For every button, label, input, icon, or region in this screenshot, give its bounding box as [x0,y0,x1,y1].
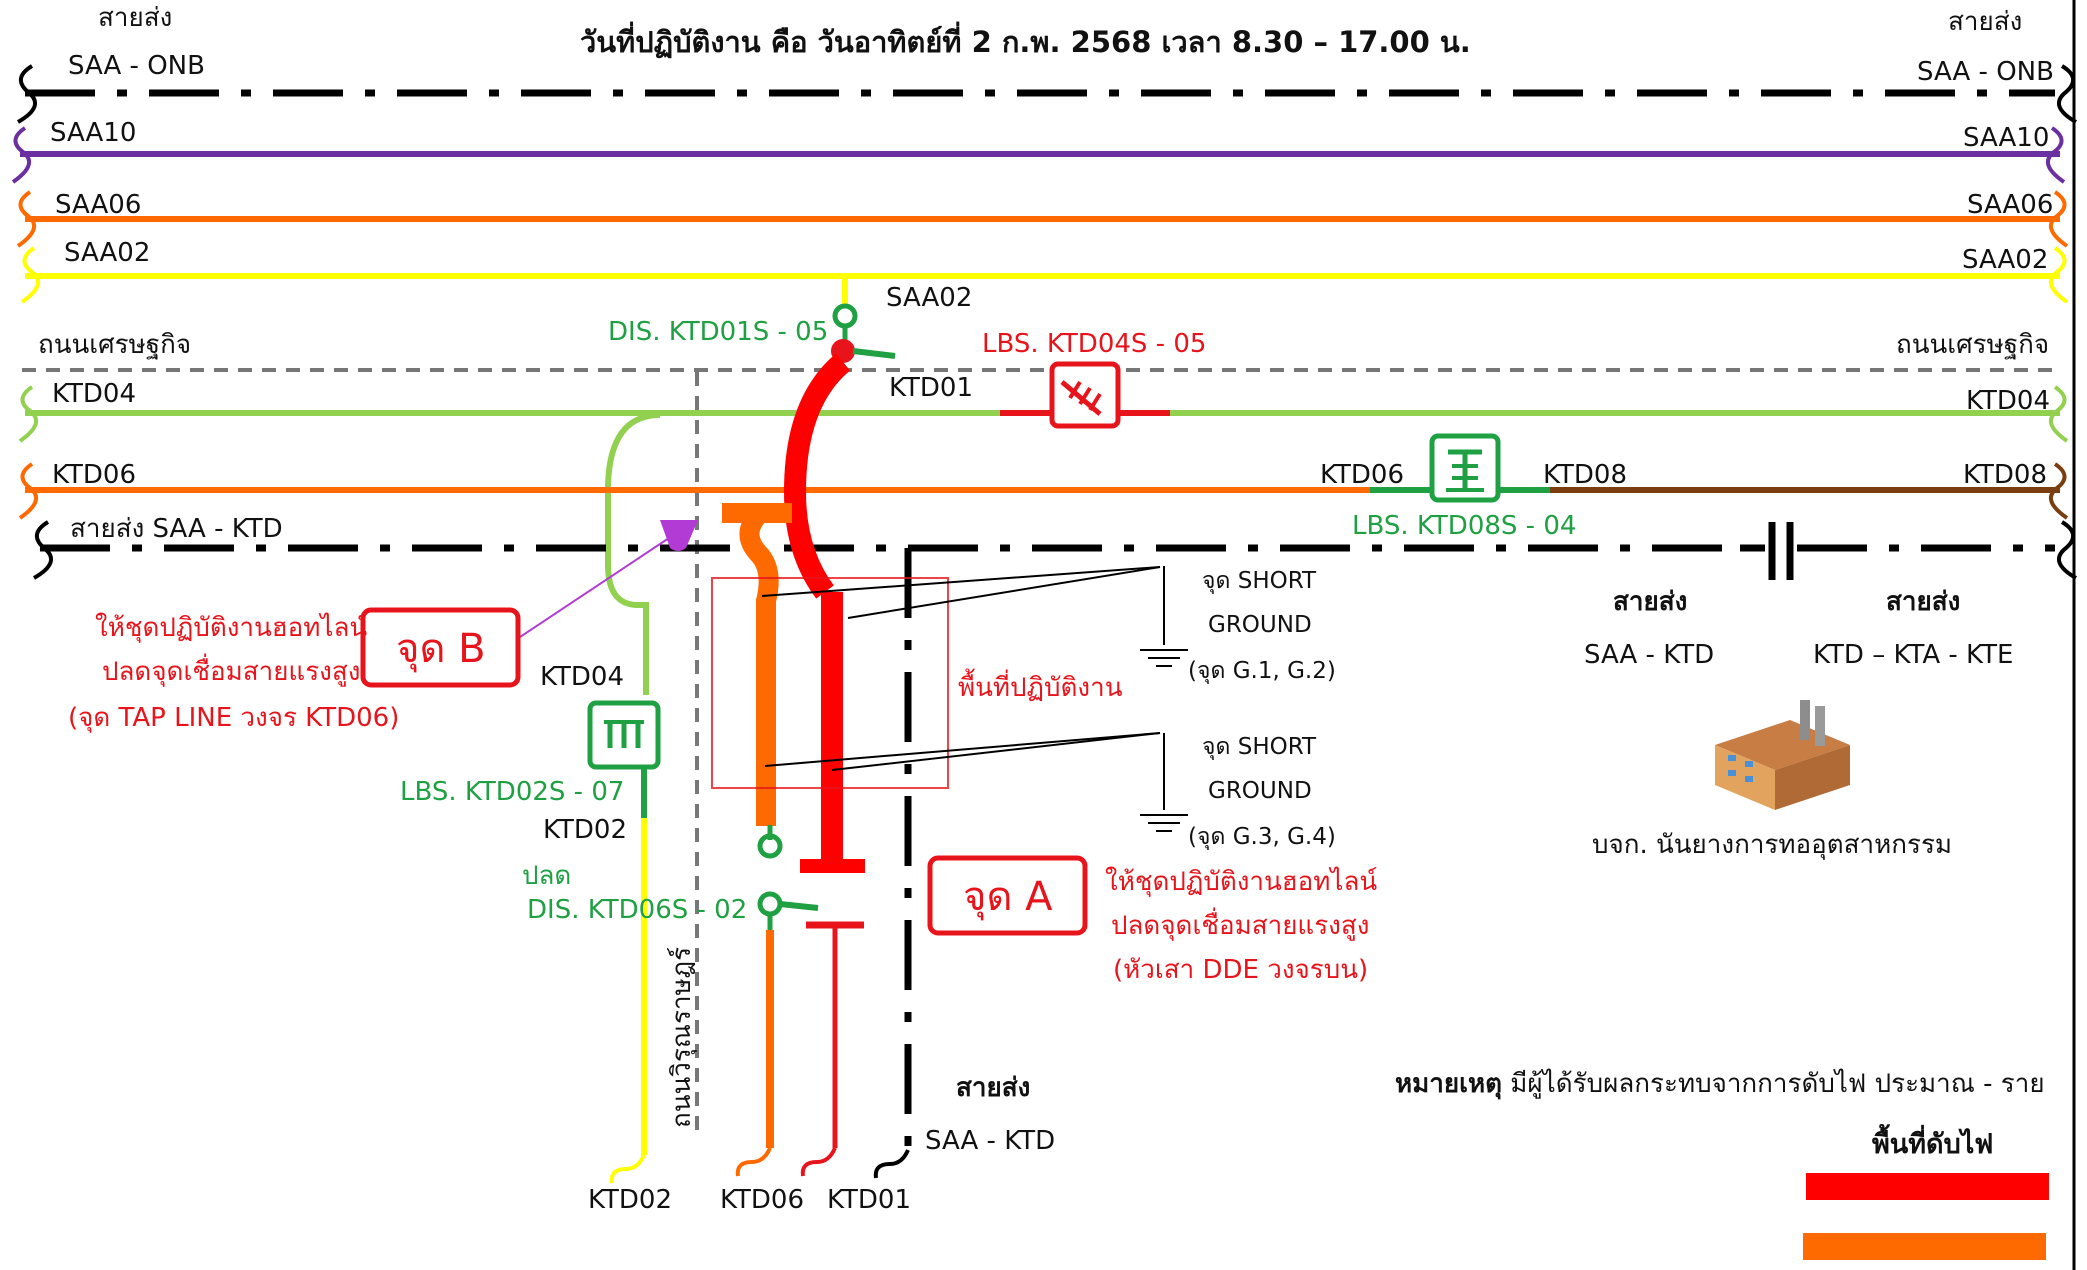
lbs-ktd02s-07-switch[interactable] [587,700,661,818]
header-right-partial: สายส่ง [1948,7,2022,37]
saa06-right-label: SAA06 [1967,190,2053,220]
point-a-note2: ปลดจุดเชื่อมสายแรงสูง [1111,907,1369,941]
ktd08-line [1500,462,2069,520]
ktd06-outage-line [722,503,792,826]
legend-note-text: มีผู้ได้รับผลกระทบจากการดับไฟ ประมาณ - ร… [1502,1068,2045,1099]
ktd04-vertical-label: KTD04 [540,662,624,692]
tl2-label-b: KTD – KTA - KTE [1813,640,2013,670]
dis-open-label: ปลด [522,861,571,891]
point-a-note1: ให้ชุดปฏิบัติงานฮอทไลน์ [1105,866,1377,897]
point-b-note1: ให้ชุดปฏิบัติงานฮอทไลน์ [95,612,367,643]
ktd06-mid-label: KTD06 [1320,460,1404,490]
short-ground-g1-g2 [761,566,1188,667]
saa-onb-left-label: SAA - ONB [68,51,205,81]
ground-g2-line3: (จุด G.3, G.4) [1188,824,1336,850]
ground-g1-line1: จุด SHORT [1202,568,1317,594]
saa-ktd-line [32,520,2078,580]
lbs-ktd08s-04-switch[interactable] [1429,433,1501,503]
legend-title: พื้นที่ดับไฟ [1872,1123,1993,1160]
ktd08-right-label: KTD08 [1963,460,2047,490]
saa-onb-line [16,64,2078,124]
short-ground-g3-g4 [764,732,1188,832]
ktd01-outage-line [783,353,865,873]
point-b-label: จุด B [396,626,486,673]
dis-ktd01s-05-switch[interactable] [831,303,896,363]
road-left-label: ถนนเศรษฐกิจ [38,330,191,360]
lbs-ktd04s-05-switch[interactable] [1000,361,1170,429]
legend-swatch-orange [1803,1233,2046,1260]
bottom-ktd01-label: KTD01 [827,1185,911,1215]
saa02-line [20,246,2069,305]
ktd04-right-label: KTD04 [1966,386,2050,416]
saa06-left-label: SAA06 [55,190,141,220]
ktd04-left-label: KTD04 [52,379,136,409]
ktd06-left-label: KTD06 [52,460,136,490]
ground-g1-line3: (จุด G.1, G.2) [1188,658,1336,684]
lbs-ktd04s-05-label: LBS. KTD04S - 05 [982,329,1206,359]
header-left-partial: สายส่ง [98,3,172,33]
road-right-label: ถนนเศรษฐกิจ [1896,330,2049,360]
bottom-saa-ktd-b: SAA - KTD [925,1126,1055,1156]
saa02-tap-label: SAA02 [886,283,972,313]
point-b-marker [507,520,698,646]
ground-g2-line1: จุด SHORT [1202,734,1317,760]
ktd01-top-label: KTD01 [889,373,973,403]
lbs-ktd08s-04-label: LBS. KTD08S - 04 [1352,511,1576,541]
ground-g1-line2: GROUND [1208,612,1312,638]
work-area-box [711,577,949,789]
tl2-label-a: สายส่ง [1886,587,1960,617]
tl1-label-b: SAA - KTD [1584,640,1714,670]
legend-note-bold: หมายเหตุ [1395,1069,1502,1100]
saa10-line [11,126,2066,184]
point-a-label: จุด A [963,874,1053,921]
tl1-label-a: สายส่ง [1613,587,1687,617]
legend-swatch-red [1806,1173,2049,1200]
ktd02-yellow-line [609,818,647,1184]
road-vertical-label: ถนนวิรุณราษฎร์ [667,947,697,1128]
header-date-line: วันที่ปฏิบัติงาน คือ วันอาทิตย์ที่ 2 ก.พ… [580,21,1471,59]
legend-note: หมายเหตุ มีผู้ได้รับผลกระทบจากการดับไฟ ป… [1395,1068,2045,1100]
point-b-box: จุด B [360,607,521,688]
saa-ktd-line-label: สายส่ง SAA - KTD [70,514,283,544]
bottom-ktd02-label: KTD02 [588,1185,672,1215]
ktd01-lower-line [800,921,864,1177]
saa02-left-label: SAA02 [64,238,150,268]
work-area-label: พื้นที่ปฏิบัติงาน [958,668,1123,703]
ktd08-mid-label: KTD08 [1543,460,1627,490]
ktd06-lower-line [735,930,774,1177]
ktd04-line [18,385,2069,695]
bottom-saa-ktd-a: สายส่ง [956,1073,1030,1103]
point-a-note3: (หัวเสา DDE วงจรบน) [1113,955,1368,985]
saa-onb-right-label: SAA - ONB [1917,57,2054,87]
lbs-ktd02s-07-label: LBS. KTD02S - 07 [400,777,624,807]
dis-ktd06s-02-label: DIS. KTD06S - 02 [527,895,747,925]
point-b-note2: ปลดจุดเชื่อมสายแรงสูง [102,653,360,687]
saa10-right-label: SAA10 [1963,123,2049,153]
saa06-line [16,190,2069,248]
saa-ktd-vertical [873,548,912,1179]
ktd02-vertical-label: KTD02 [543,815,627,845]
dis-ktd06s-02-switch[interactable] [757,825,819,930]
saa10-left-label: SAA10 [50,118,136,148]
saa02-right-label: SAA02 [1962,245,2048,275]
dis-ktd01s-05-label: DIS. KTD01S - 05 [608,317,828,347]
point-b-note3: (จุด TAP LINE วงจร KTD06) [68,703,399,733]
factory-label: บจก. นันยางการทออุตสาหกรรม [1592,830,1952,860]
ground-g2-line2: GROUND [1208,778,1312,804]
point-a-box: จุด A [927,855,1088,936]
bottom-ktd06-label: KTD06 [720,1185,804,1215]
ktd06-line [18,462,1430,520]
factory-icon [1715,700,1850,810]
